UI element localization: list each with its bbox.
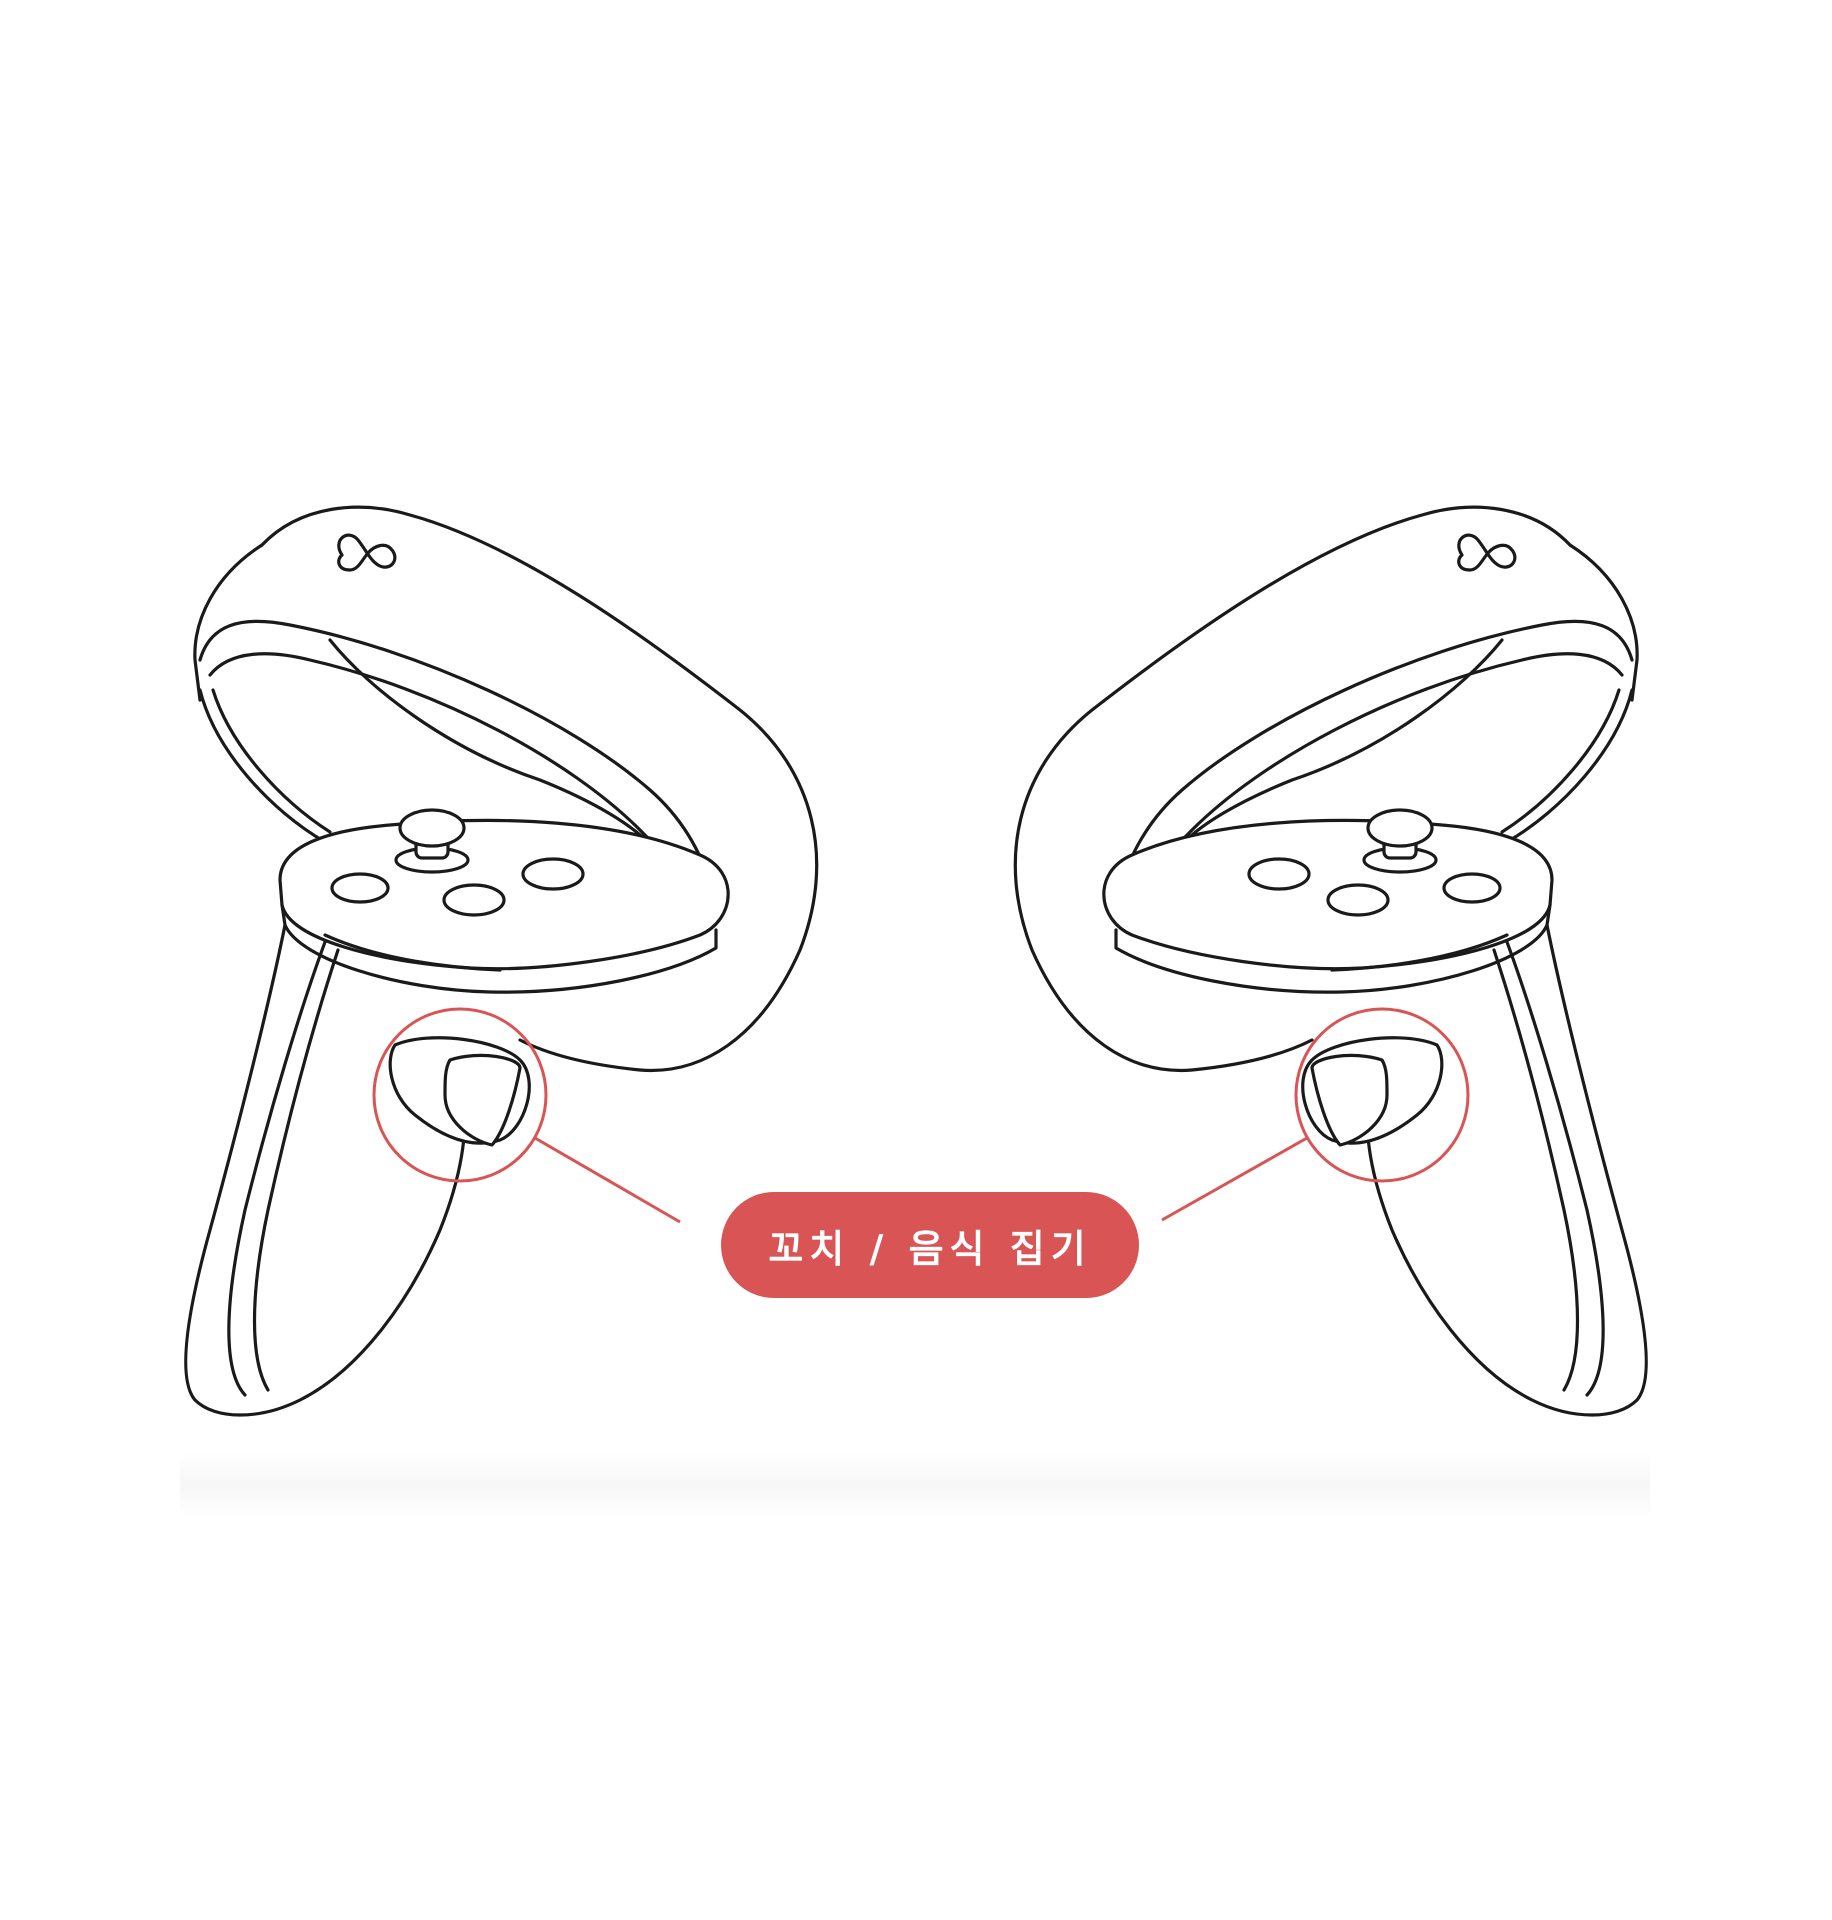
skewer-food-grab-label: 꼬치 / 음식 집기 — [721, 1192, 1139, 1298]
left-callout-line — [534, 1136, 681, 1224]
left-ring-crease — [328, 638, 657, 852]
right-trigger-highlight-circle — [1294, 1007, 1470, 1183]
left-face-rim — [280, 903, 718, 994]
right-callout-line — [1161, 1136, 1308, 1222]
left-grip-inner-2 — [252, 948, 340, 1392]
right-controller — [1013, 505, 1648, 1417]
right-face-rim — [1114, 903, 1552, 994]
left-grip-inner — [227, 940, 327, 1397]
right-ring-lower — [1505, 688, 1634, 844]
right-ring-crease — [1175, 638, 1504, 852]
left-ring-lower-2 — [211, 688, 332, 834]
left-controller — [184, 505, 819, 1417]
right-grip-inner — [1505, 940, 1605, 1397]
left-ring-inner-edge — [198, 619, 720, 917]
left-meta-logo-icon — [337, 533, 397, 572]
left-ring-top — [193, 543, 264, 702]
floor-shadow — [180, 1452, 1650, 1518]
right-grip-outer — [1365, 923, 1648, 1417]
right-button-a — [1326, 883, 1390, 917]
right-face-rim-line — [1330, 933, 1509, 972]
callouts — [372, 1007, 1470, 1224]
right-thumbstick-cap — [1366, 808, 1434, 848]
right-ring-top — [1568, 543, 1639, 702]
right-oculus-button — [1442, 872, 1502, 904]
right-button-b — [1247, 857, 1311, 891]
left-ring-outer — [260, 505, 819, 1073]
right-trigger-button — [1310, 1053, 1389, 1147]
left-button-x — [442, 883, 506, 917]
left-ring-lower — [198, 688, 327, 844]
right-grip-inner-2 — [1492, 948, 1580, 1392]
right-meta-logo-icon — [1457, 533, 1517, 572]
left-menu-button — [330, 872, 390, 904]
left-trigger-button — [443, 1053, 522, 1147]
left-button-y — [521, 857, 585, 891]
left-face-rim-line — [323, 933, 502, 972]
right-ring-outer — [1013, 505, 1572, 1073]
left-trigger-highlight-circle — [372, 1007, 548, 1183]
left-thumbstick-cap — [398, 808, 466, 848]
left-grip-outer — [184, 923, 467, 1417]
right-ring-inner-edge — [1112, 619, 1634, 917]
right-ring-lower-2 — [1500, 688, 1621, 834]
